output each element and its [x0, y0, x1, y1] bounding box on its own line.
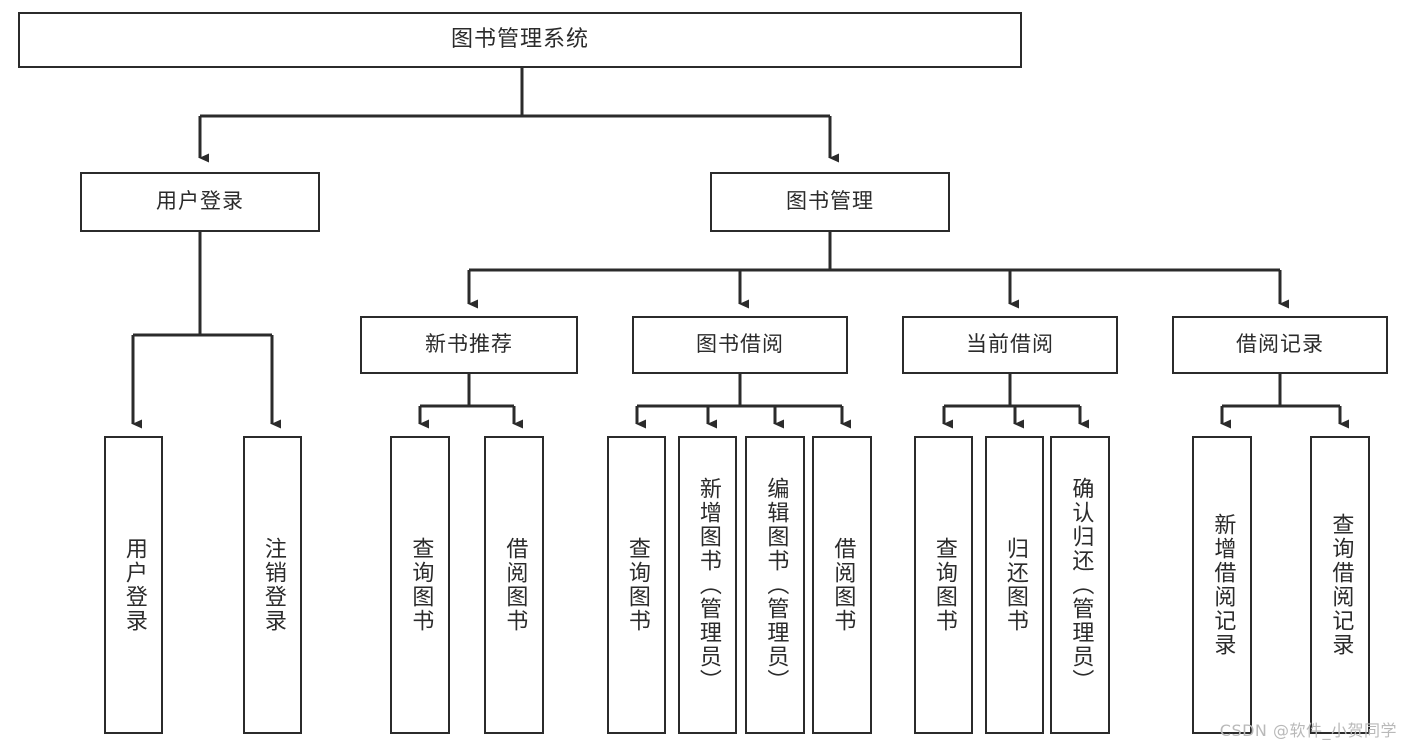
node-leaf-user-logout-label: 注销登录 [260, 537, 286, 633]
node-leaf-query-book-3-label: 查询图书 [931, 537, 957, 633]
node-leaf-edit-book-label: 编辑图书（管理员） [763, 477, 789, 693]
node-leaf-query-book-2[interactable]: 查询图书 [607, 436, 666, 734]
node-leaf-add-record[interactable]: 新增借阅记录 [1192, 436, 1252, 734]
node-leaf-query-record-label: 查询借阅记录 [1328, 513, 1354, 657]
node-new-book-recommend[interactable]: 新书推荐 [360, 316, 578, 374]
node-new-book-recommend-label: 新书推荐 [425, 332, 513, 357]
node-book-borrow-label: 图书借阅 [696, 332, 784, 357]
node-user-login[interactable]: 用户登录 [80, 172, 320, 232]
node-leaf-borrow-book-1-label: 借阅图书 [502, 537, 528, 633]
node-leaf-confirm-return[interactable]: 确认归还（管理员） [1050, 436, 1110, 734]
node-leaf-query-book-3[interactable]: 查询图书 [914, 436, 973, 734]
node-leaf-borrow-book-2[interactable]: 借阅图书 [812, 436, 872, 734]
node-current-borrow[interactable]: 当前借阅 [902, 316, 1118, 374]
node-leaf-query-book-2-label: 查询图书 [624, 537, 650, 633]
node-leaf-edit-book[interactable]: 编辑图书（管理员） [745, 436, 805, 734]
node-leaf-borrow-book-1[interactable]: 借阅图书 [484, 436, 544, 734]
node-borrow-record[interactable]: 借阅记录 [1172, 316, 1388, 374]
node-leaf-query-book-1[interactable]: 查询图书 [390, 436, 450, 734]
node-leaf-query-record[interactable]: 查询借阅记录 [1310, 436, 1370, 734]
node-root-label: 图书管理系统 [450, 26, 589, 52]
node-leaf-confirm-return-label: 确认归还（管理员） [1068, 477, 1094, 693]
node-leaf-add-record-label: 新增借阅记录 [1210, 513, 1236, 657]
node-leaf-user-login-label: 用户登录 [121, 537, 147, 633]
node-root[interactable]: 图书管理系统 [18, 12, 1022, 68]
node-book-borrow[interactable]: 图书借阅 [632, 316, 848, 374]
node-leaf-add-book-label: 新增图书（管理员） [695, 477, 721, 693]
node-leaf-borrow-book-2-label: 借阅图书 [830, 537, 856, 633]
node-leaf-return-book[interactable]: 归还图书 [985, 436, 1044, 734]
csdn-watermark: CSDN @软件_小贺同学 [1219, 721, 1397, 740]
node-borrow-record-label: 借阅记录 [1236, 332, 1324, 357]
node-book-manage-label: 图书管理 [786, 189, 874, 214]
node-leaf-return-book-label: 归还图书 [1002, 537, 1028, 633]
node-user-login-label: 用户登录 [156, 189, 244, 214]
node-book-manage[interactable]: 图书管理 [710, 172, 950, 232]
node-leaf-add-book[interactable]: 新增图书（管理员） [678, 436, 737, 734]
node-current-borrow-label: 当前借阅 [966, 332, 1054, 357]
node-leaf-user-logout[interactable]: 注销登录 [243, 436, 302, 734]
node-leaf-query-book-1-label: 查询图书 [408, 537, 434, 633]
node-leaf-user-login[interactable]: 用户登录 [104, 436, 163, 734]
